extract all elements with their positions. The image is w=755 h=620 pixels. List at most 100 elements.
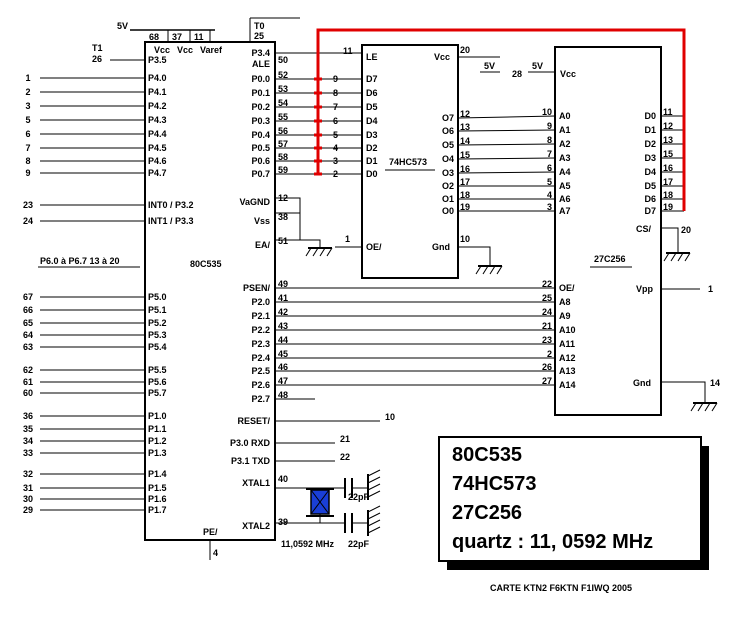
eprom-addr-label: A9 — [559, 311, 571, 321]
eprom-data-label: D5 — [644, 181, 656, 191]
mcu-pin-number: 21 — [340, 434, 350, 444]
mcu-pin-label: PSEN/ — [243, 283, 271, 293]
latch-output-label: O3 — [442, 168, 454, 178]
mcu-supply-label: 5V — [117, 21, 128, 31]
eprom-addr-pin: 27 — [542, 376, 552, 386]
mcu-external-pin: 23 — [23, 200, 33, 210]
latch-vcc-label: Vcc — [434, 52, 450, 62]
mcu-pin-label: P1.4 — [148, 469, 167, 479]
mcu-pin-label: P2.4 — [251, 353, 270, 363]
mcu-pin-label: P2.5 — [251, 366, 270, 376]
eprom-cs-ground — [663, 252, 691, 262]
mcu-pin-label: P0.7 — [251, 169, 270, 179]
crystal-circuit: 22pF 22pF 11,0592 MHz — [275, 469, 381, 549]
eprom-addr-label: A1 — [559, 125, 571, 135]
mcu-pin-label: P3.1 TXD — [231, 456, 271, 466]
note-line-4: quartz : 11, 0592 MHz — [452, 531, 653, 553]
eprom-data-pin: 12 — [663, 121, 673, 131]
board-caption: CARTE KTN2 F6KTN F1IWQ 2005 — [490, 583, 632, 593]
mcu-pin-label: P2.2 — [251, 325, 270, 335]
mcu-pin-label: P0.6 — [251, 156, 270, 166]
mcu-external-pin: 36 — [23, 411, 33, 421]
eprom-chip: 27C256 Vcc 28 5V A010A19A28A37A46A55A64A… — [512, 46, 720, 416]
mcu-pin-label: P0.1 — [251, 88, 270, 98]
t1-label: T1 — [92, 43, 103, 53]
mcu-external-pin: 62 — [23, 365, 33, 375]
latch-name: 74HC573 — [389, 157, 427, 167]
mcu-pin-number: 56 — [278, 126, 288, 136]
eprom-addr-pin: 6 — [547, 163, 552, 173]
latch-output-label: O5 — [442, 140, 454, 150]
mcu-external-pin: 34 — [23, 436, 33, 446]
mcu-pin-number: 38 — [278, 212, 288, 222]
mcu-external-pin: 9 — [25, 168, 30, 178]
eprom-addr-label: A11 — [559, 339, 575, 349]
mcu-external-pin: 29 — [23, 505, 33, 515]
eprom-addr-pin: 26 — [542, 362, 552, 372]
eprom-addr-pin: 24 — [542, 307, 552, 317]
eprom-data-label: D4 — [644, 167, 656, 177]
latch-input-label: D7 — [366, 74, 378, 84]
mcu-pin-label: P2.1 — [251, 311, 270, 321]
mcu-external-pin: 60 — [23, 388, 33, 398]
latch-output-label: O7 — [442, 113, 454, 123]
eprom-gnd-pin: 14 — [710, 378, 720, 388]
eprom-addr-label: A8 — [559, 297, 571, 307]
p6-note: P6.0 à P6.7 13 à 20 — [40, 256, 120, 266]
address-low-wire — [457, 129, 556, 132]
t0-label: T0 — [254, 21, 265, 31]
eprom-vpp-label: Vpp — [636, 284, 654, 294]
eprom-data-pin: 17 — [663, 177, 673, 187]
eprom-supply: 5V — [532, 61, 543, 71]
mcu-pin-number: 42 — [278, 307, 288, 317]
mcu-varef-label: Varef — [200, 45, 223, 55]
mcu-pin-label: XTAL1 — [242, 478, 270, 488]
cap2-value: 22pF — [348, 539, 370, 549]
mcu-pin-label: P3.0 RXD — [230, 438, 271, 448]
mcu-pin-label: P0.0 — [251, 74, 270, 84]
mcu-pin-label: P0.5 — [251, 143, 270, 153]
pe-label: PE/ — [203, 527, 218, 537]
mcu-pin-label: P4.3 — [148, 115, 167, 125]
mcu-pin-label: P2.6 — [251, 380, 270, 390]
mcu-pin-number: 53 — [278, 84, 288, 94]
mcu-external-pin: 6 — [25, 129, 30, 139]
eprom-addr-label: A2 — [559, 139, 571, 149]
eprom-ground-symbol — [690, 402, 718, 412]
mcu-pin-label: P4.5 — [148, 143, 167, 153]
latch-output-label: O6 — [442, 126, 454, 136]
mcu-pin-label: P4.0 — [148, 73, 167, 83]
mcu-pin-68: 68 — [149, 32, 159, 42]
eprom-addr-label: A10 — [559, 325, 576, 335]
latch-output-pin: 12 — [460, 109, 470, 119]
latch-output-pin: 15 — [460, 150, 470, 160]
mcu-pin-label: P4.6 — [148, 156, 167, 166]
eprom-data-pin: 15 — [663, 149, 673, 159]
mcu-pin-label: P5.7 — [148, 388, 167, 398]
latch-output-pin: 16 — [460, 164, 470, 174]
mcu-pin-number: 48 — [278, 390, 288, 400]
mcu-pin-number: 39 — [278, 517, 288, 527]
bus-wires — [275, 28, 686, 400]
mcu-pin-number: 54 — [278, 98, 288, 108]
eprom-addr-label: A0 — [559, 111, 571, 121]
note-line-2: 74HC573 — [452, 473, 537, 495]
latch-ground-symbol — [475, 265, 503, 275]
mcu-pin-label: P1.3 — [148, 448, 167, 458]
latch-output-pin: 14 — [460, 136, 470, 146]
latch-input-label: D6 — [366, 88, 378, 98]
mcu-pin-label: P1.7 — [148, 505, 167, 515]
eprom-vcc-label: Vcc — [560, 69, 576, 79]
mcu-external-pin: 64 — [23, 330, 33, 340]
eprom-addr-label: A13 — [559, 366, 576, 376]
mcu-pin-label: Vss — [254, 216, 270, 226]
mcu-pin-label: P2.7 — [251, 394, 270, 404]
note-line-1: 80C535 — [452, 444, 522, 466]
mcu-pin-label: INT0 / P3.2 — [148, 200, 194, 210]
mcu-pin-label: P5.0 — [148, 292, 167, 302]
mcu-pin-number: 45 — [278, 349, 288, 359]
mcu-pin-number: 49 — [278, 279, 288, 289]
mcu-pin-number: 58 — [278, 152, 288, 162]
eprom-vcc-pin: 28 — [512, 69, 522, 79]
